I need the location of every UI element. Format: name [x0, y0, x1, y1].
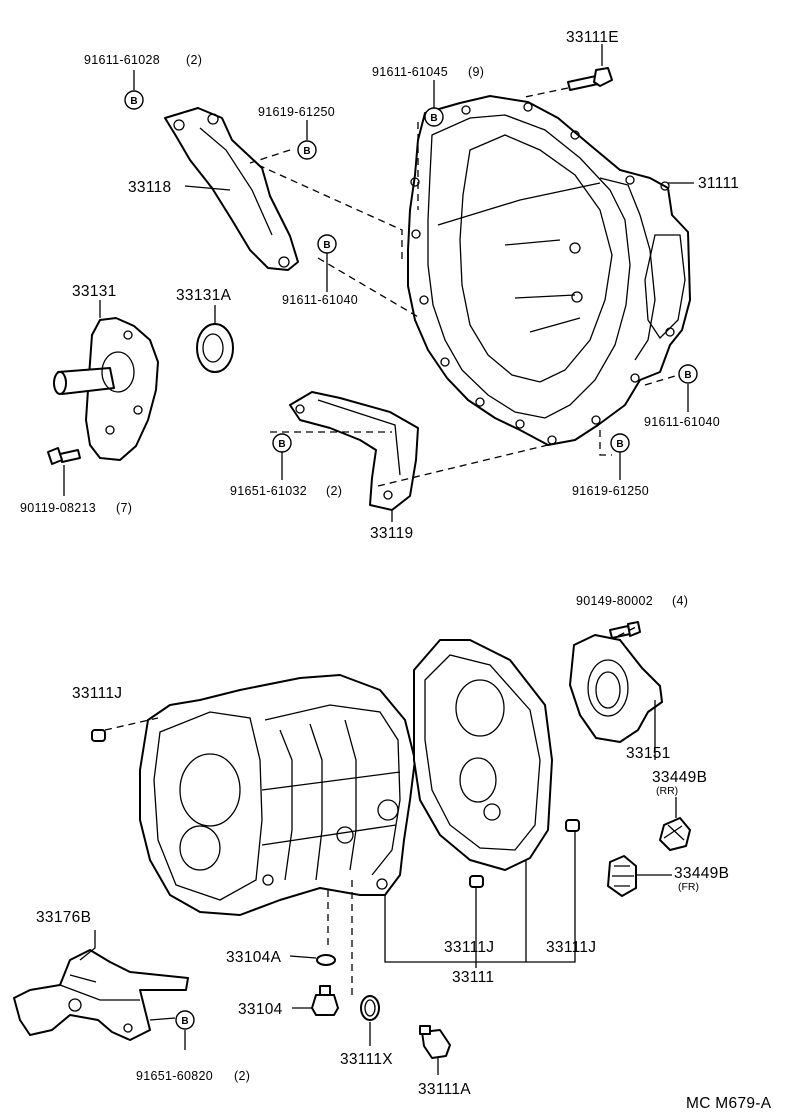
svg-text:B: B [181, 1016, 188, 1027]
label-rr: (RR) [656, 785, 678, 797]
plug-33104-drawing [311, 985, 339, 1016]
label-33118: 33118 [128, 179, 171, 196]
b-marker: B [424, 107, 444, 127]
label-91611-61040-a: 91611-61040 [282, 293, 358, 307]
label-90149-80002-qty: (4) [672, 594, 688, 608]
b-marker: B [297, 140, 317, 160]
label-91611-61028-qty: (2) [186, 53, 202, 67]
b-marker: B [124, 90, 144, 110]
bracket-33119-drawing [289, 391, 419, 511]
label-90119-08213: 90119-08213 [20, 501, 96, 515]
extension-33131-drawing [53, 317, 159, 461]
label-31111: 31111 [698, 175, 739, 192]
label-33131: 33131 [72, 283, 117, 300]
label-33104: 33104 [238, 1001, 283, 1018]
b-markers: B B B B B B B B [124, 90, 698, 1030]
label-91611-61040-b: 91611-61040 [644, 415, 720, 429]
bracket-33118-drawing [164, 107, 299, 271]
svg-text:B: B [430, 113, 437, 124]
label-33111j-b: 33111J [444, 939, 494, 956]
svg-text:B: B [303, 146, 310, 157]
label-33119: 33119 [370, 525, 413, 542]
oil-seal-33131a-drawing [196, 323, 234, 373]
label-91611-61028: 91611-61028 [84, 53, 160, 67]
b-marker: B [175, 1010, 195, 1030]
svg-text:B: B [130, 96, 137, 107]
label-91611-61045-qty: (9) [468, 65, 484, 79]
top-leaders [63, 44, 694, 522]
label-91619-61250-top: 91619-61250 [258, 105, 335, 119]
label-33151: 33151 [626, 745, 671, 762]
label-90149-80002: 90149-80002 [576, 594, 653, 608]
label-33111j-a: 33111J [72, 685, 122, 702]
diagram-code: MC M679-A [686, 1095, 772, 1112]
svg-text:B: B [278, 439, 285, 450]
intermediate-plate-drawing [413, 639, 553, 871]
svg-text:B: B [684, 370, 691, 381]
switch-33111a-drawing [419, 1025, 451, 1059]
label-91611-61045: 91611-61045 [372, 65, 448, 79]
b-marker: B [272, 433, 292, 453]
clutch-housing-drawing [407, 95, 691, 446]
dowel-pins-drawing [91, 729, 580, 888]
label-33111e: 33111E [566, 29, 619, 46]
label-33111x: 33111X [340, 1051, 393, 1068]
speedo-gear-fr-drawing [607, 855, 637, 897]
label-33449b-rr: 33449B [652, 769, 707, 786]
bottom-leaders [79, 625, 677, 1075]
label-91651-60820-qty: (2) [234, 1069, 250, 1083]
label-33449b-fr: 33449B [674, 865, 729, 882]
label-91619-61250-bot: 91619-61250 [572, 484, 649, 498]
b-marker: B [678, 364, 698, 384]
label-33111j-c: 33111J [546, 939, 596, 956]
svg-text:B: B [323, 240, 330, 251]
svg-text:B: B [616, 439, 623, 450]
label-90119-08213-qty: (7) [116, 501, 132, 515]
part-labels: 33111E 91611-61028 (2) 91611-61045 (9) 9… [20, 29, 772, 1112]
label-33176b: 33176B [36, 909, 91, 926]
label-91651-61032: 91651-61032 [230, 484, 307, 498]
bolt-90119-drawing [47, 447, 81, 465]
label-33111: 33111 [452, 969, 494, 986]
retainer-33151-drawing [569, 621, 663, 743]
oring-33111x-drawing [360, 995, 380, 1021]
b-marker: B [317, 234, 337, 254]
label-33104a: 33104A [226, 949, 282, 966]
label-33131a: 33131A [176, 287, 232, 304]
transmission-case-drawing [139, 674, 416, 916]
label-91651-61032-qty: (2) [326, 484, 342, 498]
top-dashed-leaders [249, 122, 676, 487]
b-marker: B [610, 433, 630, 453]
label-33111a: 33111A [418, 1081, 471, 1098]
speedo-gear-rr-drawing [659, 817, 691, 851]
gasket-33104a-drawing [316, 954, 336, 966]
label-91651-60820: 91651-60820 [136, 1069, 213, 1083]
bolt-33111e-drawing [524, 67, 613, 98]
bracket-33176b-drawing [13, 949, 189, 1041]
label-fr: (FR) [678, 881, 699, 893]
